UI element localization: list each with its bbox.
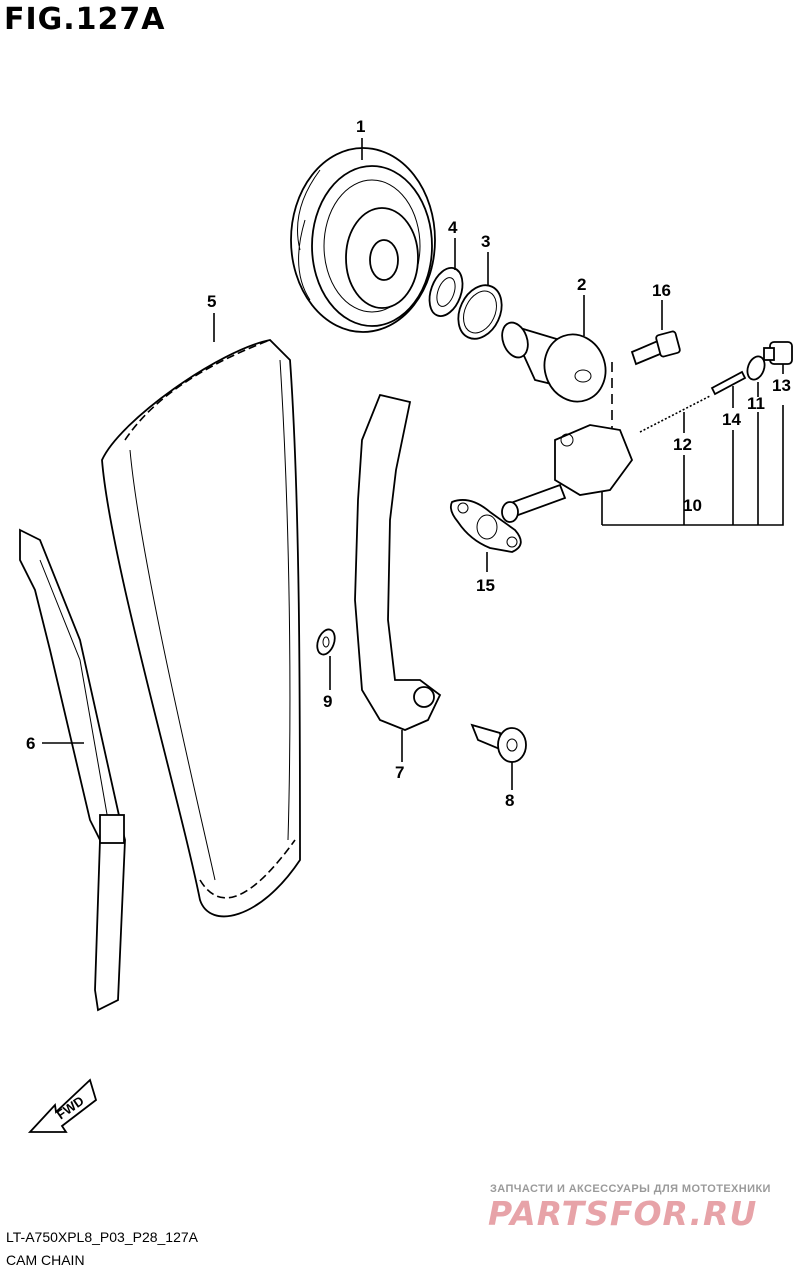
callout-2: 2 [577,275,586,294]
part-7-chain-guide[interactable] [354,393,442,731]
part-12-spring[interactable] [639,395,711,433]
section-name: CAM CHAIN [6,1252,85,1268]
fwd-arrow-icon: FWD [27,1078,98,1133]
part-10-tensioner-assy[interactable] [501,424,634,523]
callout-7: 7 [395,763,404,782]
callout-4: 4 [448,218,458,237]
part-4-washer[interactable] [423,263,468,320]
part-14-pin[interactable] [710,370,747,396]
part-2-shaft[interactable] [498,319,615,410]
part-13-bolt[interactable] [763,341,793,365]
callout-1: 1 [356,117,365,136]
model-code: LT-A750XPL8_P03_P28_127A [6,1229,199,1245]
part-15-gasket[interactable] [449,499,522,553]
watermark-tagline: ЗАПЧАСТИ И АКСЕССУАРЫ ДЛЯ МОТОТЕХНИКИ [490,1183,771,1195]
part-9-washer[interactable] [314,627,338,657]
callout-5: 5 [207,292,216,311]
callout-10: 10 [683,496,702,515]
part-1-sprocket[interactable] [290,147,436,333]
callout-9: 9 [323,692,332,711]
callout-3: 3 [481,232,490,251]
figure-title: FIG.127A [4,2,166,37]
callout-6: 6 [26,734,35,753]
part-5-cam-chain[interactable] [101,339,301,918]
watermark-logo[interactable]: PARTSFOR.RU [488,1194,758,1233]
callout-16: 16 [652,281,671,300]
callout-11: 11 [747,394,765,413]
part-11-gasket[interactable] [744,354,767,382]
callout-14: 14 [722,410,741,429]
callout-12: 12 [673,435,692,454]
part-6-chain-guide[interactable] [19,528,126,1012]
part-16-bolt[interactable] [630,330,681,366]
callout-8: 8 [505,791,514,810]
part-3-o-ring[interactable] [450,278,510,346]
part-8-bolt[interactable] [470,723,527,763]
callout-13: 13 [772,376,791,395]
callout-15: 15 [476,576,495,595]
